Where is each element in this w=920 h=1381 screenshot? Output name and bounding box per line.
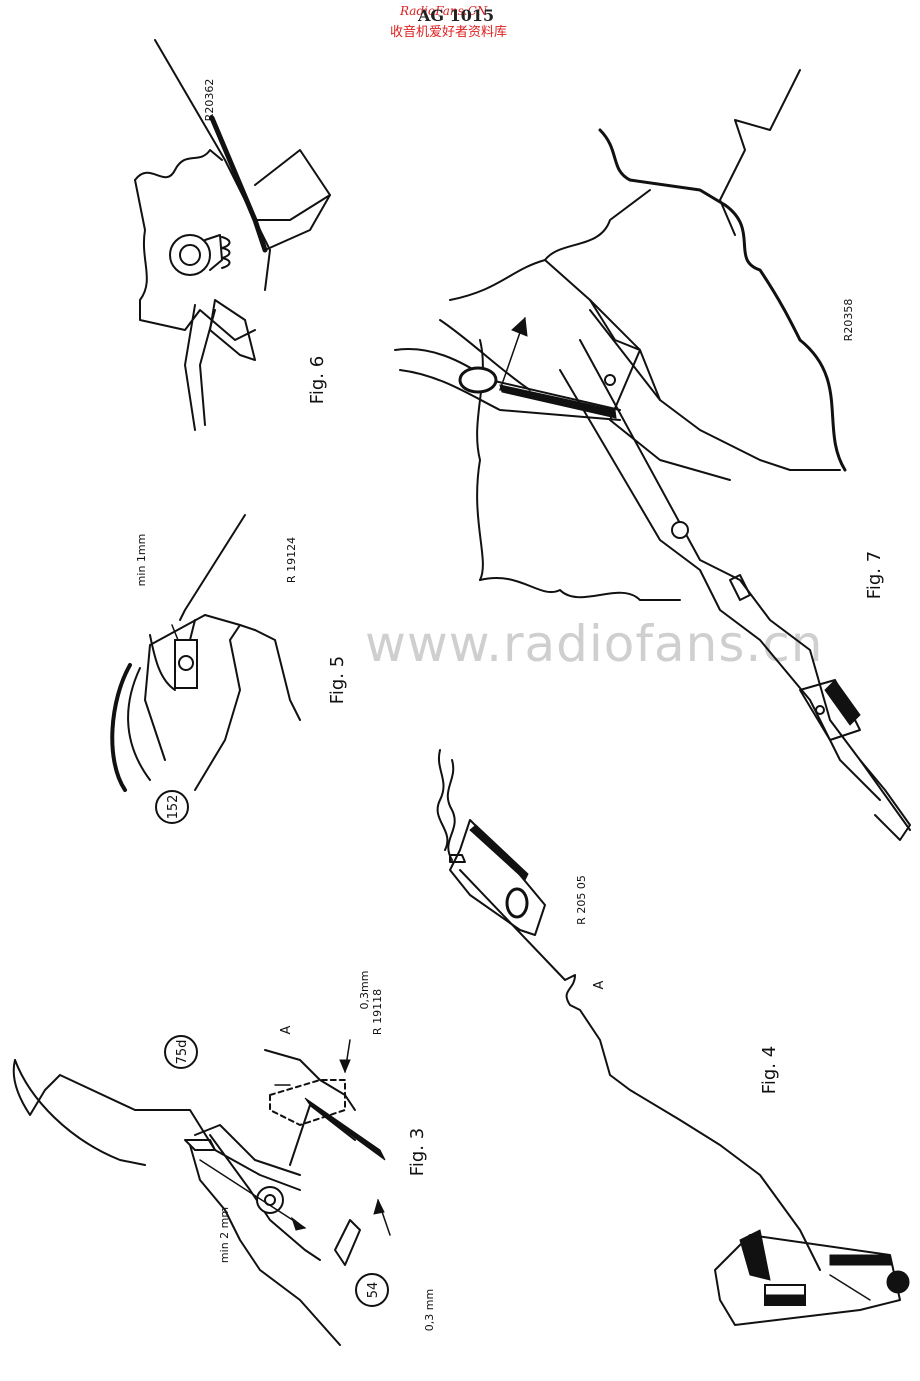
fig7-drawing xyxy=(394,69,911,841)
fig7-caption: Fig. 7 xyxy=(864,551,885,599)
fig6-caption: Fig. 6 xyxy=(307,356,328,404)
watermark: www.radiofans.cn xyxy=(365,615,824,673)
fig7-ref: R20358 xyxy=(842,299,855,342)
fig3-ref: R 19118 xyxy=(371,989,384,1035)
fig5-drawing xyxy=(110,514,301,792)
fig6-ref: R20362 xyxy=(203,79,216,122)
fig5-label-152: 152 xyxy=(166,795,181,820)
fig5-caption: Fig. 5 xyxy=(327,656,348,704)
fig3-label-min2mm: min 2 mm xyxy=(218,1207,231,1263)
fig4-ref: R 205 05 xyxy=(575,875,588,925)
site-name-chinese: 收音机爱好者资料库 xyxy=(390,25,508,40)
fig5-label-min1mm: min 1mm xyxy=(135,534,148,587)
fig5-ref: R 19124 xyxy=(285,537,298,583)
fig3-label-0.3mm-bottom: 0,3 mm xyxy=(423,1289,436,1331)
fig3-callout-75d xyxy=(164,1035,198,1069)
fig4-label-A: A xyxy=(592,980,607,989)
fig3-label-0.3mm-top: 0,3mm xyxy=(358,971,371,1010)
document-code: AG 1015 xyxy=(418,6,495,25)
site-name: RadioFans.CN xyxy=(400,4,488,18)
fig3-caption: Fig. 3 xyxy=(407,1128,428,1176)
fig3-label-75d: 75d xyxy=(175,1040,190,1065)
fig3-label-54: 54 xyxy=(366,1282,381,1299)
fig4-drawing xyxy=(436,749,910,1326)
fig3-label-A: A xyxy=(279,1025,294,1034)
fig3-callout-54 xyxy=(355,1273,389,1307)
fig3-drawing xyxy=(12,1039,391,1346)
fig5-callout-152 xyxy=(155,790,189,824)
fig6-drawing xyxy=(134,39,331,431)
fig4-caption: Fig. 4 xyxy=(759,1046,780,1094)
